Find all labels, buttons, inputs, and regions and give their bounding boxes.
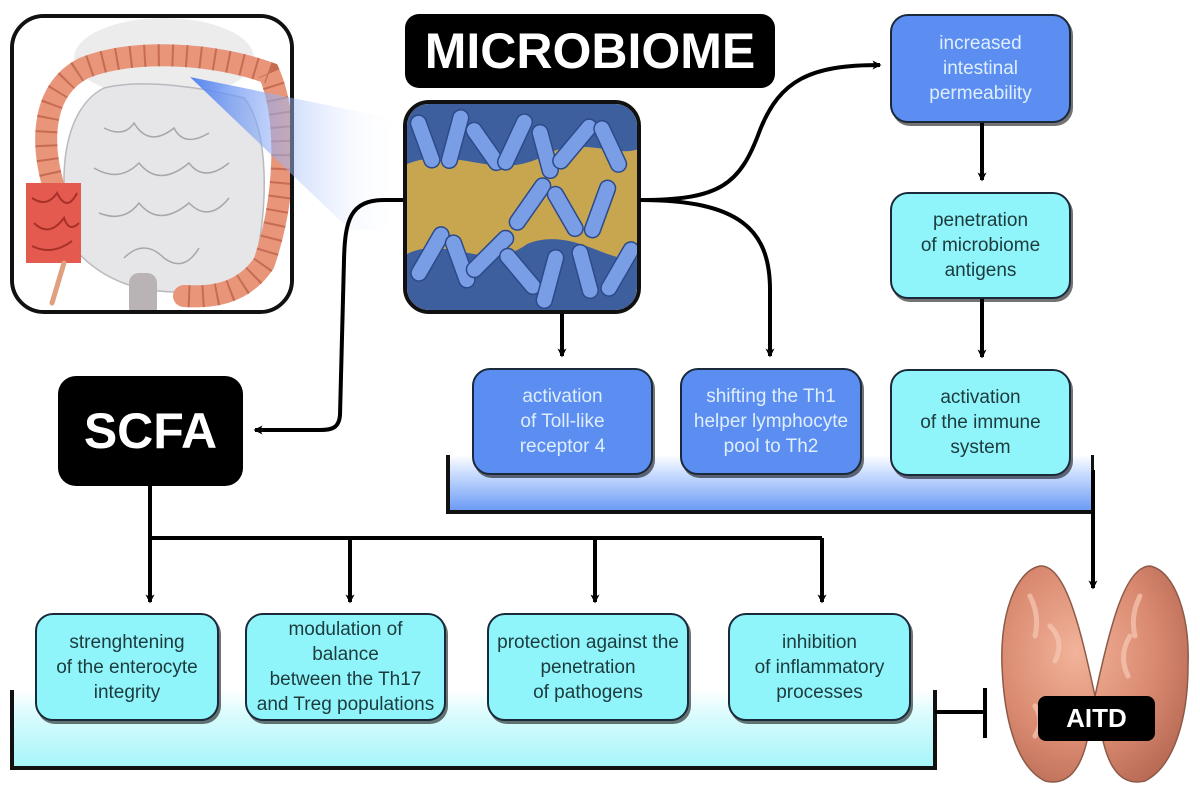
node-text-line: system [950, 437, 1011, 458]
node-text-line: of the enterocyte [56, 656, 198, 678]
node-text-line: pool to Th2 [723, 436, 819, 457]
node-inhibition: inhibition of inflammatory processes [728, 613, 911, 721]
node-text-line: of inflammatory [754, 656, 885, 678]
node-text-line: increased [939, 33, 1022, 54]
node-modulation: modulation of balance between the Th17 a… [245, 613, 446, 721]
node-text-line: penetration [540, 656, 636, 678]
bacteria-icon [407, 104, 637, 310]
node-text-line: shifting the Th1 [706, 386, 836, 407]
node-text-line: antigens [944, 260, 1017, 281]
node-text-line: of the immune [920, 412, 1041, 433]
node-increased-permeability: increased intestinal permeability [890, 14, 1071, 123]
node-text-line: between the Th17 [269, 669, 422, 690]
node-text-line: inhibition [782, 631, 857, 653]
node-text-line: and Treg populations [256, 694, 435, 715]
node-text-line: of microbiome [920, 235, 1041, 256]
node-text-line: integrity [93, 681, 161, 703]
node-shifting-th1: shifting the Th1 helper lymphocyte pool … [680, 368, 862, 475]
arrow-to-shifting-th1 [639, 198, 775, 358]
node-penetration-antigens: penetration of microbiome antigens [890, 192, 1071, 299]
node-strengthening: strenghtening of the enterocyte integrit… [35, 613, 219, 721]
microbiome-title: MICROBIOME [405, 14, 775, 88]
node-activation-immune: activation of the immune system [890, 369, 1071, 476]
node-protection: protection against the penetration of pa… [487, 613, 689, 721]
node-text-line: receptor 4 [519, 436, 606, 457]
bacteria-image [403, 100, 641, 314]
node-text-line: of Toll-like [520, 411, 605, 432]
node-text-line: activation [522, 386, 603, 407]
node-text-line: permeability [929, 83, 1032, 104]
aitd-label: AITD [1038, 696, 1155, 741]
node-text-line: helper lymphocyte [693, 411, 849, 432]
scfa-label: SCFA [58, 376, 243, 486]
node-text-line: of pathogens [533, 681, 643, 703]
node-text-line: modulation of balance [288, 619, 403, 665]
node-text-line: penetration [932, 210, 1029, 231]
arrow-to-scfa [253, 198, 403, 435]
node-text-line: activation [940, 387, 1021, 408]
node-text-line: strenghtening [69, 631, 185, 653]
node-text-line: protection against the [497, 631, 679, 653]
intestine-icon [14, 18, 290, 310]
node-activation-tlr4: activation of Toll-like receptor 4 [472, 368, 653, 475]
gut-illustration [10, 14, 294, 314]
node-text-line: processes [776, 681, 863, 703]
arrow-to-permeability [639, 60, 882, 202]
node-text-line: intestinal [943, 58, 1018, 79]
